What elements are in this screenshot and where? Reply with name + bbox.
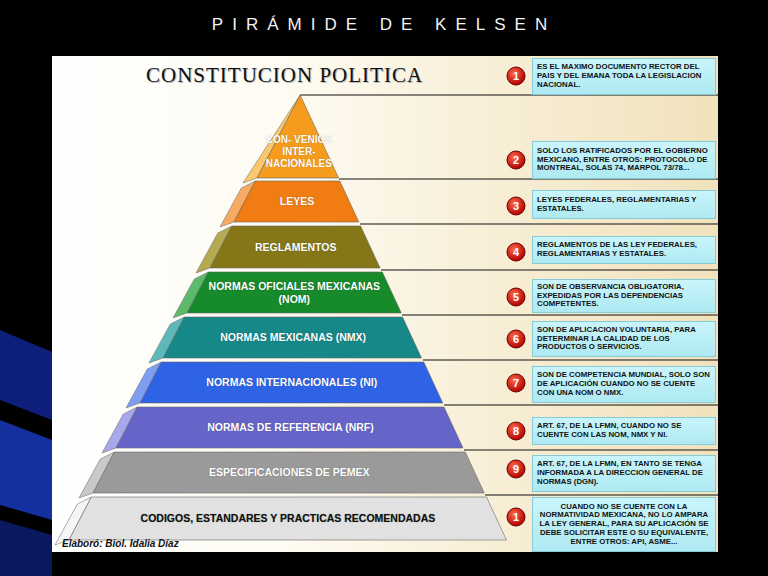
callout-circle: 8	[506, 421, 526, 441]
band-label: CODIGOS, ESTANDARES Y PRACTICAS RECOMEND…	[141, 512, 436, 525]
leader-line	[464, 449, 718, 450]
band-front-face	[234, 181, 359, 222]
author-credit: Elaboró: Biol. Idalia Díaz	[62, 538, 179, 549]
description-box: SON DE COMPETENCIA MUNDIAL, SOLO SON DE …	[532, 366, 716, 403]
callout-number: 1	[506, 66, 526, 86]
description-box: ART. 67, DE LA LFMN, EN TANTO SE TENGA I…	[532, 455, 716, 492]
band-label-area: REGLAMENTOS	[196, 226, 396, 268]
callout-number: 9	[506, 459, 526, 479]
band-label: NORMAS MEXICANAS (NMX)	[220, 331, 366, 344]
callout-number: 3	[506, 196, 526, 216]
band-front-face	[93, 452, 484, 493]
callout-circle: 1	[506, 507, 526, 527]
callout-circle: 4	[506, 242, 526, 262]
callout-circle: 7	[506, 373, 526, 393]
band-label-area: NORMAS OFICIALES MEXICANAS (NOM)	[194, 272, 394, 313]
band-front-face	[140, 362, 443, 403]
callout-circle-shape	[507, 197, 525, 215]
pyramid-band: ESPECIFICACIONES DE PEMEX	[77, 452, 486, 501]
band-label-area: NORMAS MEXICANAS (NMX)	[168, 317, 418, 358]
callout-circle: 5	[506, 287, 526, 307]
band-label: NORMAS DE REFERENCIA (NRF)	[207, 421, 373, 434]
band-label: ESPECIFICACIONES DE PEMEX	[209, 466, 369, 479]
callout-circle-shape	[507, 151, 525, 169]
leader-line	[423, 359, 718, 360]
leader-line	[381, 269, 718, 270]
band-label-area: CON- VENIOS INTER- NACIONALES	[267, 125, 331, 178]
band-label-area: LEYES	[197, 181, 397, 222]
band-label-area: NORMAS INTERNACIONALES (NI)	[152, 362, 432, 403]
blue-stripe	[0, 330, 52, 420]
band-label-area: NORMAS DE REFERENCIA (NRF)	[131, 407, 451, 448]
band-front-face	[187, 272, 401, 313]
description-text: ART. 67, DE LA LFMN, EN TANTO SE TENGA I…	[537, 460, 711, 486]
callout-circle: 6	[506, 329, 526, 349]
callout-circle-shape	[507, 374, 525, 392]
band-label: CON- VENIOS INTER- NACIONALES	[266, 134, 332, 170]
callout-number: 5	[506, 287, 526, 307]
description-text: SON DE APLICACION VOLUNTARIA, PARA DETER…	[537, 326, 711, 352]
callout-number: 8	[506, 421, 526, 441]
description-text: SON DE OBSERVANCIA OBLIGATORIA, EXPEDIDA…	[537, 283, 711, 309]
description-box: REGLAMENTOS DE LAS LEY FEDERALES, REGLAM…	[532, 236, 716, 264]
description-box: ART. 67, DE LA LFMN, CUANDO NO SE CUENTE…	[532, 417, 716, 445]
callout-circle: 9	[506, 459, 526, 479]
band-label: LEYES	[280, 195, 314, 208]
band-label-area: ESPECIFICACIONES DE PEMEX	[109, 452, 469, 493]
callout-number: 6	[506, 329, 526, 349]
band-front-face	[116, 407, 463, 448]
leader-line	[402, 314, 718, 315]
band-label: REGLAMENTOS	[255, 241, 336, 254]
pyramid-band: NORMAS DE REFERENCIA (NRF)	[100, 407, 465, 456]
leader-line	[485, 494, 718, 495]
description-box: ES EL MAXIMO DOCUMENTO RECTOR DEL PAIS Y…	[532, 58, 716, 95]
callout-number: 7	[506, 373, 526, 393]
description-text: ART. 67, DE LA LFMN, CUANDO NO SE CUENTE…	[537, 422, 711, 439]
band-label: NORMAS INTERNACIONALES (NI)	[206, 376, 377, 389]
blue-stripe	[0, 420, 52, 520]
description-box: SOLO LOS RATIFICADOS POR EL GOBIERNO MEX…	[532, 141, 716, 179]
band-front-face	[257, 95, 339, 178]
description-text: CUANDO NO SE CUENTE CON LA NORMATIVIDAD …	[537, 503, 711, 547]
callout-circle-shape	[507, 330, 525, 348]
description-text: REGLAMENTOS DE LAS LEY FEDERALES, REGLAM…	[537, 241, 711, 258]
pyramid-band: REGLAMENTOS	[194, 226, 382, 276]
callout-circle-shape	[507, 422, 525, 440]
slide-title: PIRÁMIDE DE KELSEN	[0, 15, 768, 35]
callout-circle: 1	[506, 66, 526, 86]
pyramid-band: NORMAS INTERNACIONALES (NI)	[124, 362, 445, 411]
description-text: SOLO LOS RATIFICADOS POR EL GOBIERNO MEX…	[537, 147, 711, 173]
leader-line	[360, 223, 718, 224]
blue-stripe	[0, 520, 52, 576]
callout-circle-shape	[507, 243, 525, 261]
description-text: SON DE COMPETENCIA MUNDIAL, SOLO SON DE …	[537, 371, 711, 397]
band-front-face	[163, 317, 422, 358]
band-label: NORMAS OFICIALES MEXICANAS (NOM)	[194, 280, 394, 305]
pyramid-band: NORMAS MEXICANAS (NMX)	[147, 317, 424, 366]
description-text: LEYES FEDERALES, REGLAMENTARIAS Y ESTATA…	[537, 196, 711, 213]
callout-circle: 2	[506, 150, 526, 170]
pyramid-band: LEYES	[218, 181, 361, 230]
callout-number: 4	[506, 242, 526, 262]
pyramid-heading: CONSTITUCION POLITICA	[146, 63, 423, 88]
description-box: LEYES FEDERALES, REGLAMENTARIAS Y ESTATA…	[532, 190, 716, 219]
pyramid-band: CON- VENIOS INTER- NACIONALES	[241, 95, 341, 186]
callout-circle-shape	[507, 288, 525, 306]
callout-number: 1	[506, 507, 526, 527]
band-front-face	[69, 497, 506, 540]
callout-circle-shape	[507, 508, 525, 526]
description-box: SON DE OBSERVANCIA OBLIGATORIA, EXPEDIDA…	[532, 279, 716, 313]
description-box: CUANDO NO SE CUENTE CON LA NORMATIVIDAD …	[532, 497, 716, 552]
description-text: ES EL MAXIMO DOCUMENTO RECTOR DEL PAIS Y…	[537, 63, 711, 89]
callout-circle: 3	[506, 196, 526, 216]
callout-circle-shape	[507, 67, 525, 85]
band-label-area: CODIGOS, ESTANDARES Y PRACTICAS RECOMEND…	[88, 497, 488, 540]
description-box: SON DE APLICACION VOLUNTARIA, PARA DETER…	[532, 321, 716, 357]
callout-circle-shape	[507, 460, 525, 478]
leader-line	[444, 404, 718, 405]
band-front-face	[210, 226, 380, 268]
callout-number: 2	[506, 150, 526, 170]
pyramid-band: NORMAS OFICIALES MEXICANAS (NOM)	[171, 272, 403, 321]
